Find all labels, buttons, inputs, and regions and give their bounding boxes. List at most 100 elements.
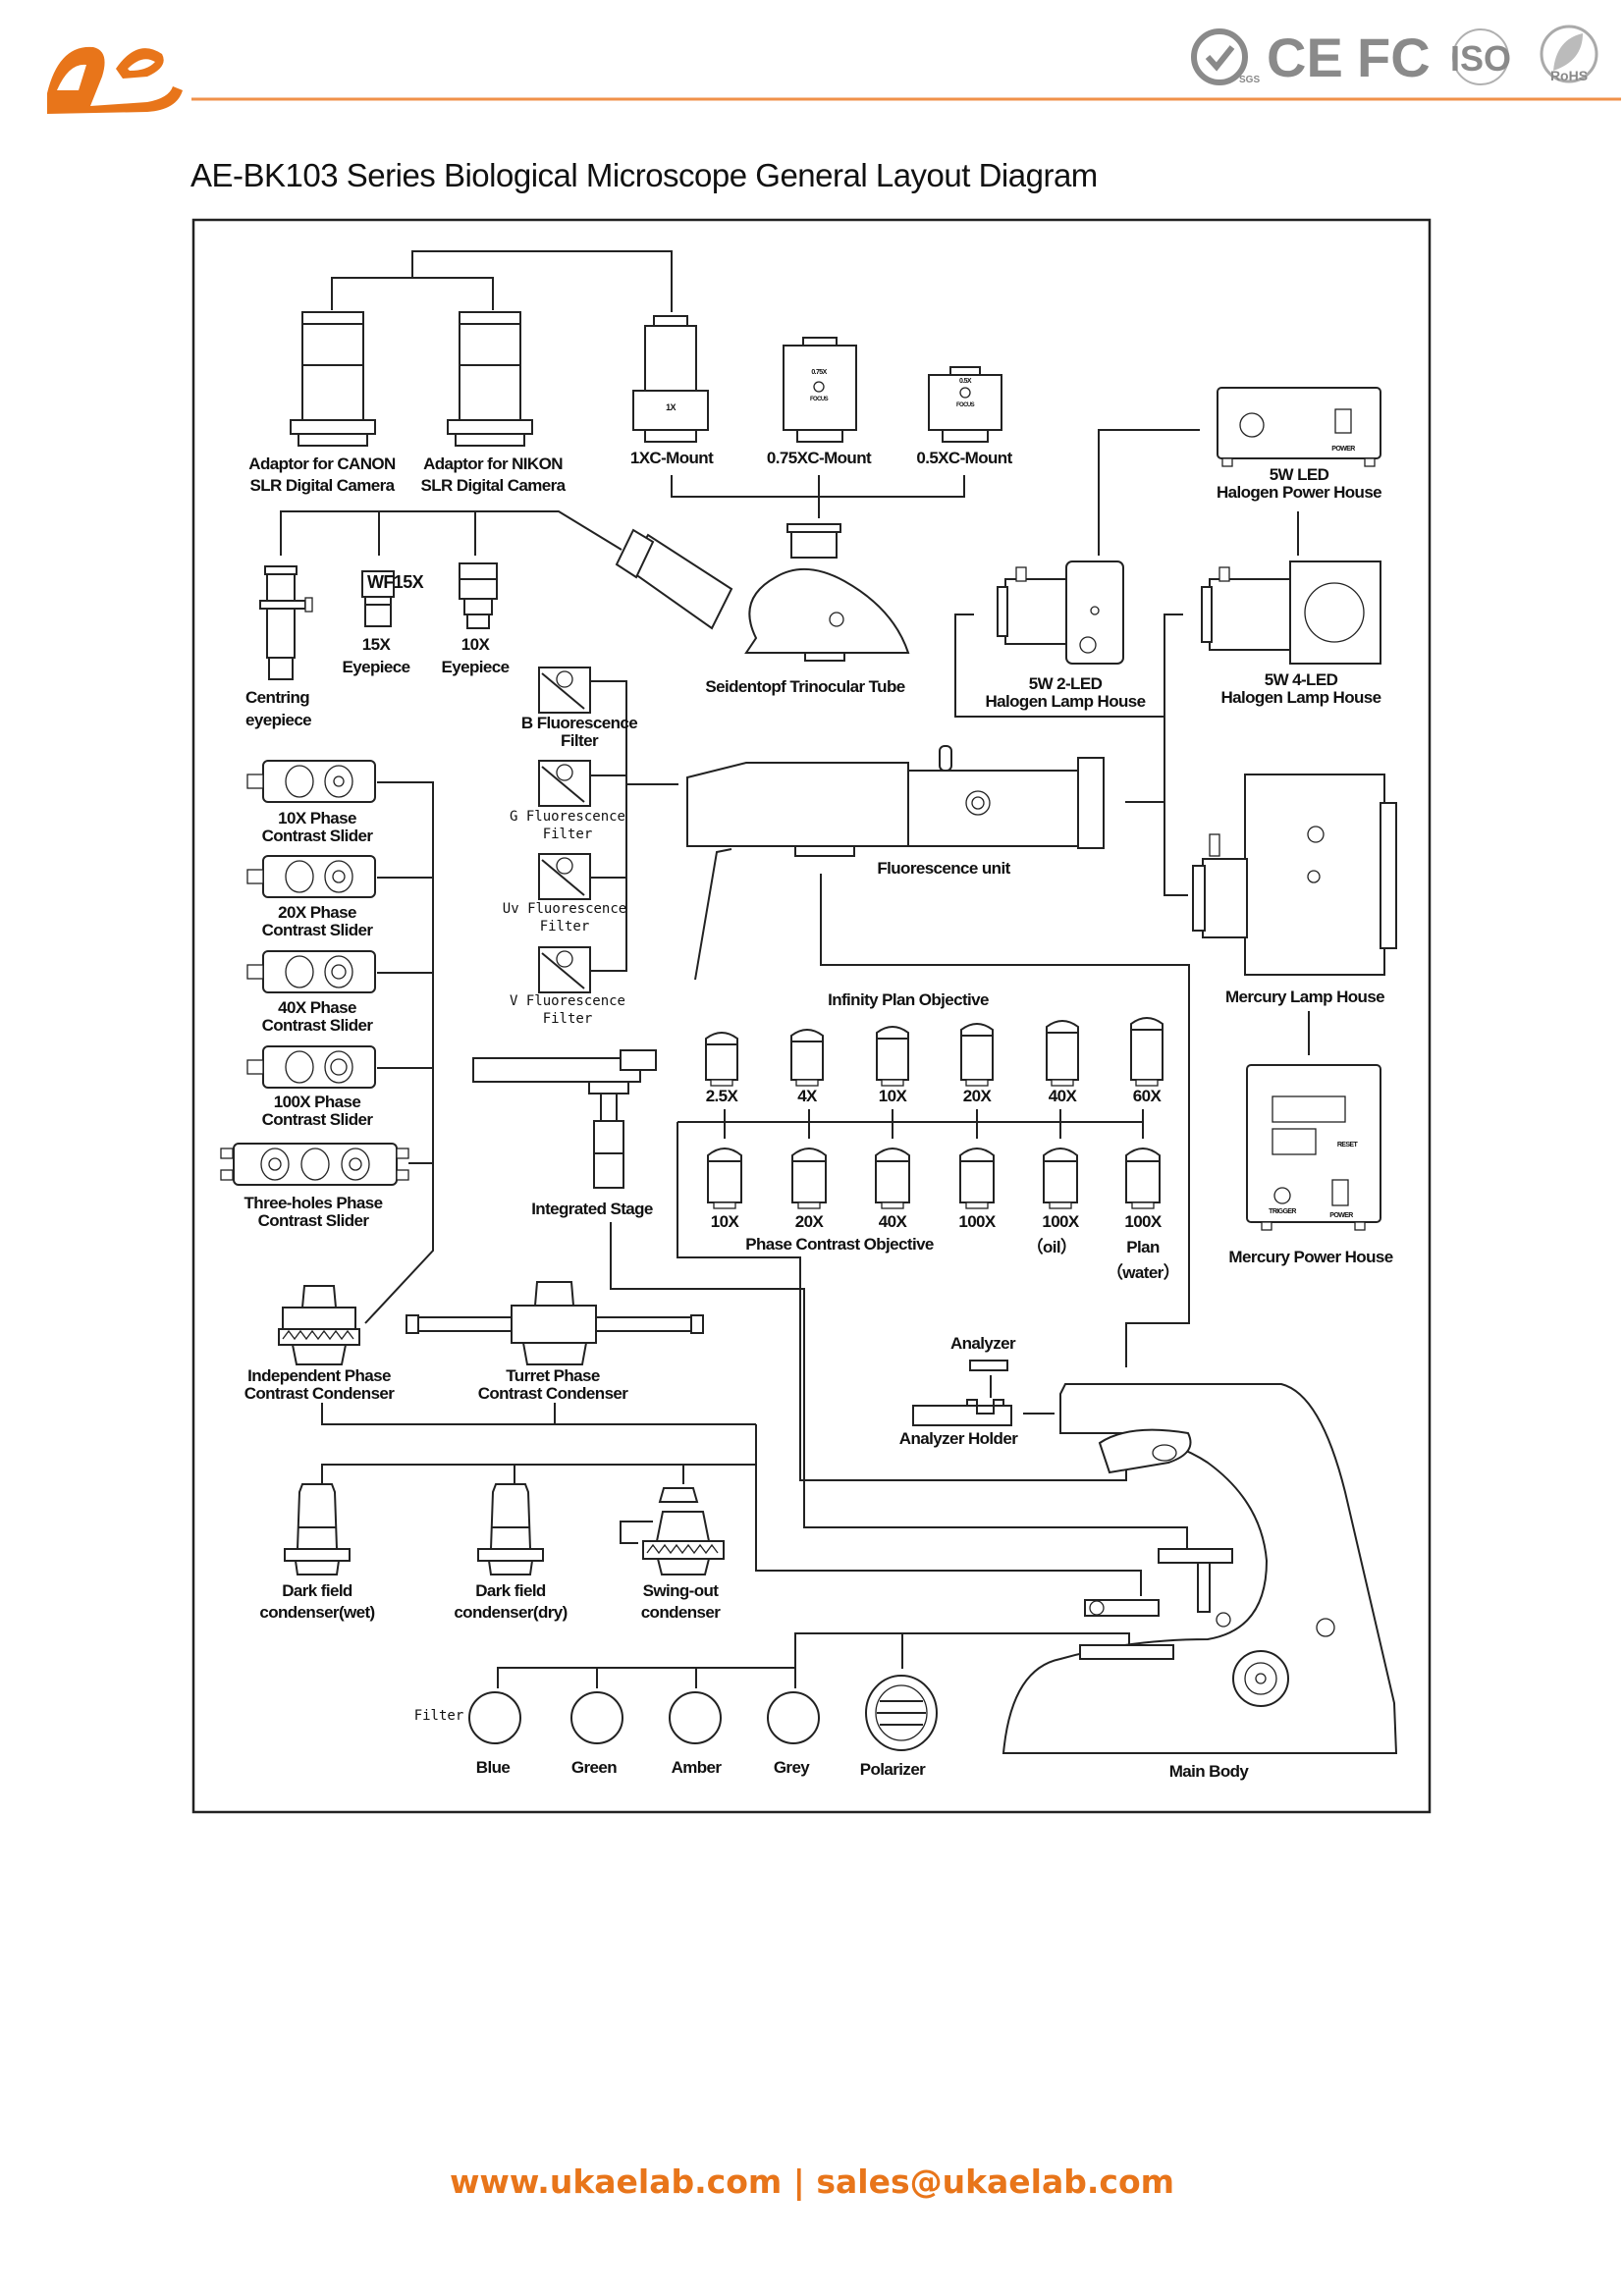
uv-filter-cube [538, 853, 591, 900]
ae-logo [47, 46, 183, 115]
infinity-objective: 60X [1130, 1017, 1164, 1105]
svg-text:1X: 1X [666, 402, 676, 412]
svg-text:POWER: POWER [1331, 446, 1355, 453]
label-amber: Amber [672, 1758, 723, 1777]
phase-contrast-objective: 10X [707, 1148, 742, 1231]
label-canon: Adaptor for CANON [248, 454, 396, 473]
label-filter-b: B Fluorescence [521, 714, 637, 732]
label-slider3: Three-holes Phase [244, 1194, 383, 1212]
dark-field-condenser-wet [284, 1483, 351, 1575]
phase-objective-label: Plan [1126, 1238, 1160, 1256]
label-mercury-power: Mercury Power House [1228, 1248, 1392, 1266]
dark-field-condenser-dry [477, 1483, 544, 1575]
label-phase-obj: Phase Contrast Objective [745, 1235, 934, 1254]
label-filter-v: Filter [543, 1011, 593, 1027]
075x-c-mount: 0.75X FOCUS [783, 337, 857, 443]
label-slider10: 10X Phase [278, 809, 356, 828]
label-grey: Grey [774, 1758, 810, 1777]
amber-filter [669, 1691, 722, 1744]
grey-filter [767, 1691, 820, 1744]
diagram-frame [191, 218, 1432, 1814]
analyzer-holder [912, 1399, 1012, 1426]
website-link[interactable]: www.ukaelab.com [449, 2163, 783, 2201]
nikon-adaptor [447, 311, 533, 447]
sgs-logo: SGS [1191, 28, 1260, 85]
phase-objective-label: （oil） [1027, 1237, 1077, 1256]
label-filter-b: Filter [561, 731, 599, 750]
label-led4: Halogen Lamp House [1220, 688, 1380, 707]
label-mount075: 0.75XC-Mount [767, 449, 872, 467]
label-mount05: 0.5XC-Mount [916, 449, 1012, 467]
label-eye10: Eyepiece [442, 658, 510, 676]
svg-text:RoHS: RoHS [1550, 68, 1588, 83]
svg-text:TRIGGER: TRIGGER [1269, 1208, 1296, 1215]
label-slider40: Contrast Slider [262, 1016, 374, 1035]
label-canon: SLR Digital Camera [250, 476, 396, 495]
label-filter: Filter [414, 1708, 464, 1724]
label-mount1: 1XC-Mount [630, 449, 714, 467]
label-led4: 5W 4-LED [1265, 670, 1338, 689]
label-analyzer-holder: Analyzer Holder [899, 1429, 1018, 1448]
svg-text:ISO: ISO [1450, 38, 1511, 79]
ce-logo: CE [1267, 27, 1343, 88]
label-mercury-lamp: Mercury Lamp House [1225, 988, 1384, 1006]
label-eye15: Eyepiece [343, 658, 410, 676]
email-link[interactable]: sales@ukaelab.com [816, 2163, 1175, 2201]
label-dark-wet: condenser(wet) [259, 1603, 374, 1622]
phase-objective-label: 20X [795, 1212, 825, 1231]
label-swing: Swing-out [643, 1581, 720, 1600]
infinity-objective: 10X [876, 1026, 909, 1105]
label-nikon: SLR Digital Camera [421, 476, 567, 495]
label-led2: Halogen Lamp House [985, 692, 1145, 711]
mercury-lamp-house [1192, 774, 1397, 976]
certification-logos: SGS CE FC ISO RoHS [1191, 25, 1598, 88]
label-slider20: 20X Phase [278, 903, 356, 922]
microscope-main-body [1001, 1383, 1398, 1754]
phase-objective-label: 100X [1042, 1212, 1080, 1231]
svg-text:FOCUS: FOCUS [810, 397, 829, 402]
infinity-objective-label: 2.5X [706, 1087, 739, 1105]
wf15x-eyepiece: WF15X [361, 570, 424, 627]
phase-contrast-sliders [220, 760, 409, 1186]
label-eye10: 10X [461, 635, 491, 654]
svg-text:RESET: RESET [1337, 1142, 1359, 1148]
phase-contrast-objective: 100X [958, 1148, 998, 1231]
footer-separator: | [792, 2163, 805, 2201]
polarizer-disc [865, 1675, 938, 1751]
footer-contact: www.ukaelab.com | sales@ukaelab.com [0, 2163, 1624, 2201]
label-filter-uv: Uv Fluorescence [503, 901, 626, 917]
2-led-lamp-house [997, 561, 1124, 665]
swing-out-condenser [620, 1487, 725, 1575]
svg-text:SGS: SGS [1239, 75, 1260, 85]
label-slider100: Contrast Slider [262, 1110, 374, 1129]
label-led-power: 5W LED [1270, 465, 1329, 484]
label-dark-dry: condenser(dry) [454, 1603, 567, 1622]
phase-slider [246, 950, 376, 993]
label-slider3: Contrast Slider [258, 1211, 370, 1230]
phase-slider [246, 855, 376, 898]
component-labels: Adaptor for CANON SLR Digital Camera Adapt… [244, 449, 1394, 1781]
connector-lines [280, 250, 1310, 1688]
label-green: Green [571, 1758, 617, 1777]
blue-filter [468, 1691, 521, 1744]
infinity-objective: 4X [790, 1029, 824, 1105]
svg-text:0.5X: 0.5X [959, 378, 972, 385]
label-turret-cond: Turret Phase [506, 1366, 600, 1385]
svg-text:WF15X: WF15X [367, 572, 424, 592]
label-nikon: Adaptor for NIKON [423, 454, 563, 473]
label-blue: Blue [476, 1758, 511, 1777]
svg-text:POWER: POWER [1329, 1212, 1353, 1219]
three-hole-slider [220, 1143, 409, 1186]
label-turret-cond: Contrast Condenser [478, 1384, 629, 1403]
label-trinocular: Seidentopf Trinocular Tube [705, 677, 904, 696]
label-dark-wet: Dark field [282, 1581, 352, 1600]
label-led2: 5W 2-LED [1029, 674, 1103, 693]
4-led-lamp-house [1201, 561, 1381, 665]
phase-contrast-objective: 40X [875, 1148, 910, 1231]
label-indep-cond: Contrast Condenser [244, 1384, 396, 1403]
label-stage: Integrated Stage [531, 1200, 653, 1218]
label-main-body: Main Body [1169, 1762, 1250, 1781]
phase-objective-label: （water） [1107, 1262, 1179, 1282]
integrated-stage [472, 1049, 657, 1189]
